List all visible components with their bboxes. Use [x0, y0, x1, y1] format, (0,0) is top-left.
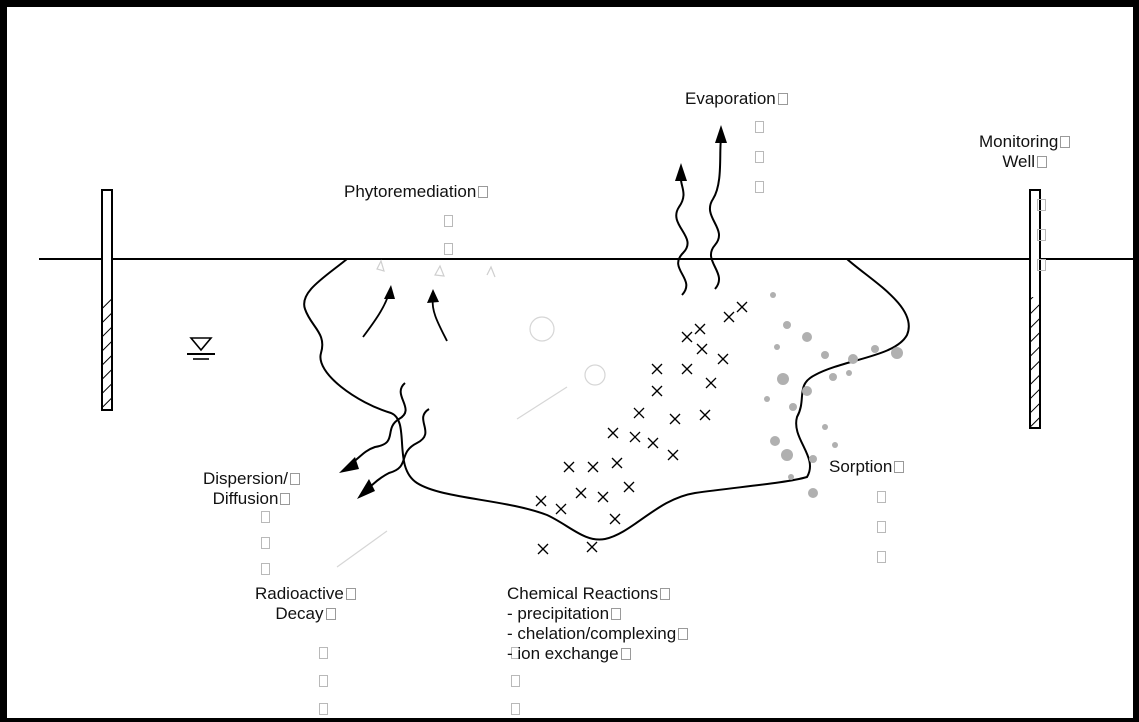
- sorption-particle: [770, 292, 776, 298]
- water-table-symbol: [187, 338, 215, 359]
- ghost-glyph: [1037, 259, 1046, 271]
- ghost-glyph: [319, 675, 328, 687]
- sorption-particle: [871, 345, 879, 353]
- sorption-particle: [829, 373, 837, 381]
- ghost-glyph: [755, 151, 764, 163]
- sorption-particle: [774, 344, 780, 350]
- sorption-particle: [846, 370, 852, 376]
- ghost-glyph: [1037, 199, 1046, 211]
- ghost-glyph: [261, 563, 270, 575]
- phytoremediation-arrows: [363, 285, 447, 341]
- sorption-particle: [781, 449, 793, 461]
- ghost-glyph: [444, 243, 453, 255]
- ghost-glyph: [444, 215, 453, 227]
- phytoremediation-label: Phytoremediation: [344, 182, 488, 202]
- ghost-glyph: [877, 491, 886, 503]
- ghost-glyph: [319, 647, 328, 659]
- sorption-particle: [789, 403, 797, 411]
- chemical-reaction-marks: [536, 302, 747, 554]
- sorption-particle: [802, 386, 812, 396]
- chemical-item: - ion exchange: [507, 644, 688, 664]
- ghost-glyph: [511, 675, 520, 687]
- ghost-glyph: [755, 121, 764, 133]
- ghost-glyph: [1037, 229, 1046, 241]
- sorption-particle: [802, 332, 812, 342]
- monitoring-well-label: Monitoring Well: [979, 132, 1070, 172]
- chemical-item: - precipitation: [507, 604, 688, 624]
- evaporation-label: Evaporation: [685, 89, 788, 109]
- sorption-particle: [783, 321, 791, 329]
- sorption-particle: [832, 442, 838, 448]
- contaminant-plume: [304, 259, 909, 540]
- ghost-glyph: [877, 551, 886, 563]
- sorption-particle: [777, 373, 789, 385]
- decay-ghost-glyphs: [337, 317, 605, 567]
- sorption-particle: [808, 488, 818, 498]
- evaporation-arrows: [675, 125, 727, 295]
- sorption-particle: [848, 354, 858, 364]
- left-well: [102, 190, 112, 410]
- ghost-glyph: [877, 521, 886, 533]
- ghost-glyph: [261, 537, 270, 549]
- dispersion-diffusion-label: Dispersion/ Diffusion: [203, 469, 300, 509]
- sorption-particle: [764, 396, 770, 402]
- sorption-particle: [822, 424, 828, 430]
- sorption-particle: [809, 455, 817, 463]
- sorption-particle: [770, 436, 780, 446]
- ghost-glyph: [261, 511, 270, 523]
- chemical-item: - chelation/complexing: [507, 624, 688, 644]
- ghost-glyph: [511, 703, 520, 715]
- phyto-ghost-glyphs: [377, 261, 495, 277]
- sorption-label: Sorption: [829, 457, 904, 477]
- sorption-particle: [891, 347, 903, 359]
- radioactive-decay-label: Radioactive Decay: [255, 584, 356, 624]
- sorption-particle: [788, 474, 794, 480]
- monitoring-well: [1030, 190, 1040, 428]
- ghost-glyph: [319, 703, 328, 715]
- ghost-glyph: [755, 181, 764, 193]
- sorption-particle: [821, 351, 829, 359]
- chemical-reactions-label: Chemical Reactions - precipitation - che…: [507, 584, 688, 664]
